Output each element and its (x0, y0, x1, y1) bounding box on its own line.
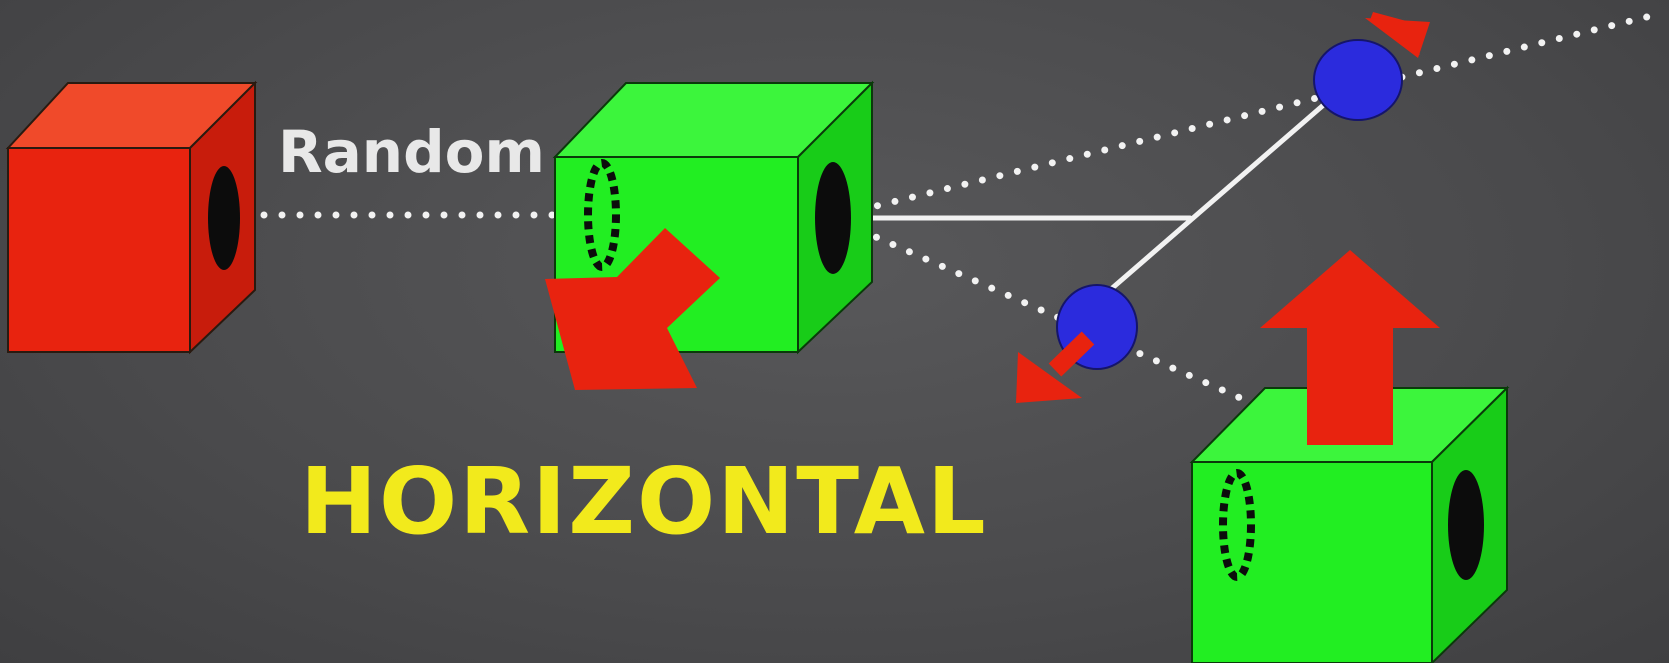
polarization-guides (840, 82, 1350, 290)
upper-photon (1314, 12, 1430, 120)
green-cube-1-aperture (815, 162, 851, 274)
upper-photon-ball (1314, 40, 1402, 120)
random-label: Random (278, 118, 545, 186)
lower-photon (1016, 285, 1137, 403)
upper-photon-beam (860, 15, 1655, 210)
green-cube-2-aperture (1448, 470, 1484, 580)
red-source-cube (8, 83, 255, 352)
lower-photon-beam (860, 230, 1245, 400)
red-cube-aperture (208, 166, 240, 270)
red-cube-front (8, 148, 190, 352)
diagonal-polarization-line (1110, 82, 1350, 290)
horizontal-label: HORIZONTAL (300, 448, 988, 555)
beams (210, 15, 1655, 400)
